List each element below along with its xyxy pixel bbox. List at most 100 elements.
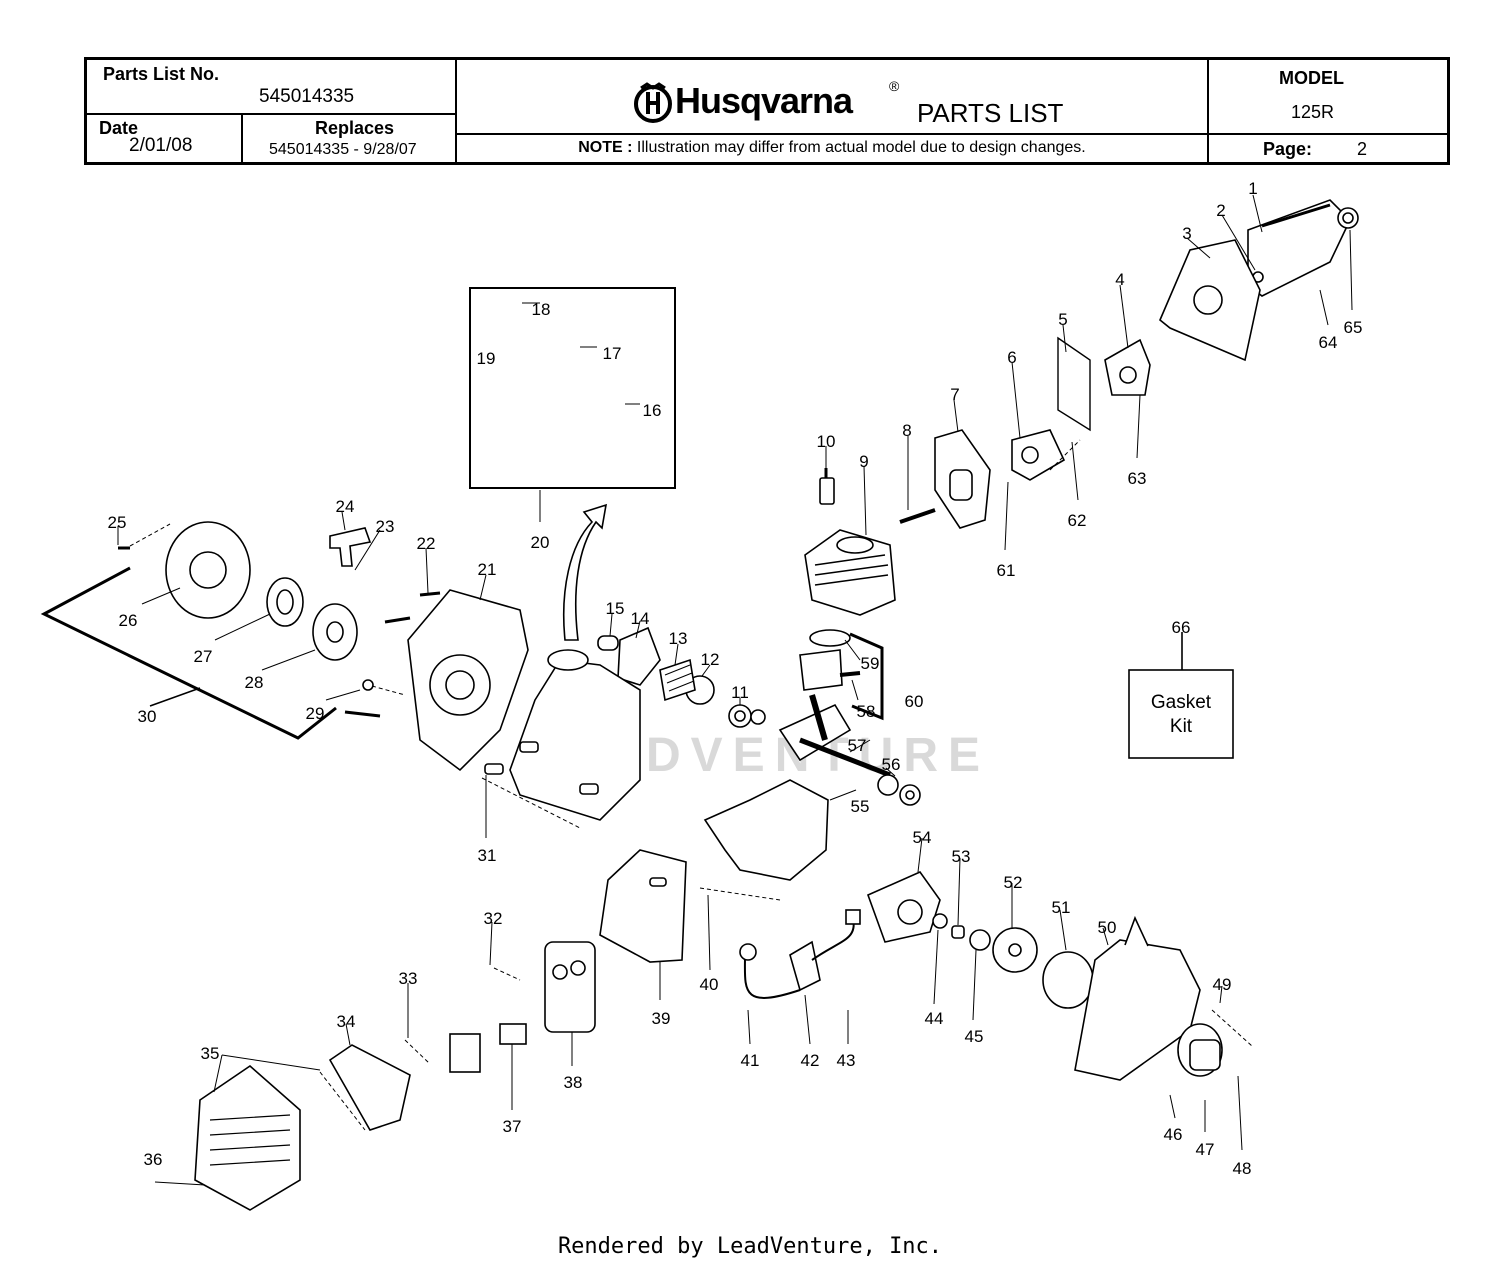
part-number-13: 13 [669, 629, 688, 648]
starter-handle [329, 527, 372, 567]
part-number-31: 31 [478, 846, 497, 865]
part-number-22: 22 [417, 534, 436, 553]
part-number-33: 33 [399, 969, 418, 988]
replaces-cell: Replaces 545014335 - 9/28/07 [243, 115, 457, 162]
fuel-tank-inset-box [469, 287, 676, 489]
date-cell: Date 2/01/08 [87, 115, 243, 162]
part-number-50: 50 [1098, 918, 1117, 937]
page-number: 2 [1357, 139, 1368, 159]
part-number-43: 43 [837, 1051, 856, 1070]
part-number-46: 46 [1164, 1125, 1183, 1144]
part-number-56: 56 [882, 755, 901, 774]
part-number-52: 52 [1004, 873, 1023, 892]
part-number-58: 58 [857, 702, 876, 721]
part-number-41: 41 [741, 1051, 760, 1070]
clutch-holder [617, 626, 661, 686]
part-number-8: 8 [902, 421, 911, 440]
note-label: NOTE : [578, 139, 633, 156]
parts-list-number: 545014335 [259, 86, 355, 107]
clutch-drum [1042, 951, 1094, 1009]
part-number-39: 39 [652, 1009, 671, 1028]
part-number-49: 49 [1213, 975, 1232, 994]
part-number-40: 40 [700, 975, 719, 994]
part-number-32: 32 [484, 909, 503, 928]
exploded-parts-diagram: 1234567891011121314151617181920212223242… [40, 179, 1363, 1211]
part-number-16: 16 [643, 401, 662, 420]
part-number-1: 1 [1248, 179, 1257, 198]
note-cell: NOTE : Illustration may differ from actu… [457, 135, 1209, 162]
part-number-21: 21 [478, 560, 497, 579]
page-cell: Page: 2 [1209, 135, 1447, 162]
model-label: MODEL [1279, 68, 1344, 88]
part-number-5: 5 [1058, 310, 1067, 329]
footer-credit: Rendered by LeadVenture, Inc. [557, 1234, 943, 1259]
brand-cell: Husqvarna ® PARTS LIST [457, 60, 1209, 135]
part-number-65: 65 [1344, 318, 1363, 337]
part-number-63: 63 [1128, 469, 1147, 488]
parts-list-label: Parts List No. [103, 64, 220, 84]
part-number-38: 38 [564, 1073, 583, 1092]
part-number-2: 2 [1216, 201, 1225, 220]
part-number-36: 36 [144, 1150, 163, 1169]
part-number-37: 37 [503, 1117, 522, 1136]
part-number-3: 3 [1182, 224, 1191, 243]
gasket-kit-box [1128, 669, 1234, 759]
part-number-42: 42 [801, 1051, 820, 1070]
part-number-11: 11 [731, 683, 749, 702]
part-number-60: 60 [905, 692, 924, 711]
part-number-4: 4 [1115, 270, 1124, 289]
part-number-47: 47 [1196, 1140, 1215, 1159]
part-number-29: 29 [306, 704, 325, 723]
part-number-61: 61 [997, 561, 1016, 580]
part-number-15: 15 [606, 599, 625, 618]
part-number-23: 23 [376, 517, 395, 536]
part-number-57: 57 [848, 736, 867, 755]
spark-plug [819, 477, 835, 505]
part-number-14: 14 [631, 609, 650, 628]
part-number-64: 64 [1319, 333, 1338, 352]
fuel-tank [509, 659, 641, 821]
part-number-10: 10 [817, 432, 836, 451]
part-number-62: 62 [1068, 511, 1087, 530]
part-number-7: 7 [950, 385, 959, 404]
spring [659, 658, 696, 702]
part-number-24: 24 [336, 497, 355, 516]
part-number-59: 59 [861, 654, 880, 673]
part-number-35: 35 [201, 1044, 220, 1063]
cylinder-cover [194, 1064, 301, 1211]
document-title: PARTS LIST [917, 98, 1064, 128]
page-label: Page: [1263, 139, 1313, 159]
brand-name: Husqvarna [675, 80, 853, 121]
muffler-shield [599, 849, 687, 963]
part-number-66: 66 [1172, 618, 1191, 637]
gasket-kit-label-line1: Gasket [1151, 692, 1212, 713]
replaces-label: Replaces [315, 118, 395, 138]
part-number-34: 34 [337, 1012, 356, 1031]
part-number-26: 26 [119, 611, 138, 630]
ignition-lead [743, 954, 801, 999]
part-number-48: 48 [1233, 1159, 1252, 1178]
part-number-20: 20 [531, 533, 550, 552]
part-number-28: 28 [245, 673, 264, 692]
part-number-labels: 1234567891011121314151617181920212223242… [108, 179, 1363, 1178]
part-number-27: 27 [194, 647, 213, 666]
piston [799, 649, 843, 691]
gasket-kit-label-line2: Kit [1170, 716, 1193, 737]
registered-mark: ® [889, 78, 900, 94]
cylinder-cover-plate [328, 1044, 411, 1131]
carburetor-gasket [1057, 336, 1091, 432]
assembly-arrow-icon [562, 503, 608, 641]
part-number-53: 53 [952, 847, 971, 866]
part-number-17: 17 [603, 344, 622, 363]
part-number-9: 9 [859, 452, 868, 471]
header-table: Parts List No. 545014335 Date 2/01/08 Re… [84, 57, 1450, 165]
husqvarna-crown-logo-icon [634, 82, 672, 123]
part-number-54: 54 [913, 828, 932, 847]
parts-list-cell: Parts List No. 545014335 [87, 60, 457, 115]
note-text: Illustration may differ from actual mode… [636, 139, 1086, 156]
replaces-value: 545014335 - 9/28/07 [269, 141, 417, 158]
date-label: Date [99, 118, 139, 138]
part-number-12: 12 [701, 650, 720, 669]
part-number-45: 45 [965, 1027, 984, 1046]
date-value: 2/01/08 [129, 135, 193, 156]
